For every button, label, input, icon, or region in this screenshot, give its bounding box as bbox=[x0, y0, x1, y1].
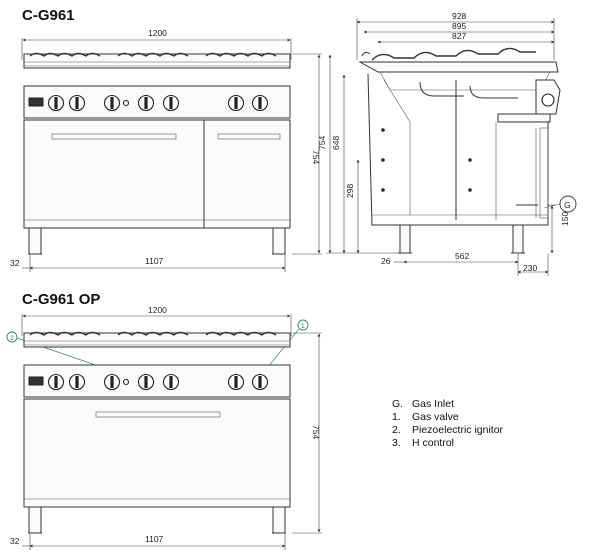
top-front-burner-grates bbox=[23, 52, 291, 69]
legend-key-2: 2. bbox=[392, 424, 401, 436]
side-control-knob bbox=[497, 79, 561, 123]
bottom-front-control-panel bbox=[23, 364, 291, 398]
brand-badge-op bbox=[28, 376, 44, 386]
side-h-oven-label: 298 bbox=[345, 184, 355, 198]
knob-4[interactable] bbox=[137, 94, 155, 112]
knob-op-1[interactable] bbox=[47, 373, 65, 391]
top-front-width-dimension: 1200 bbox=[21, 28, 292, 60]
legend-key-0: G. bbox=[392, 398, 403, 410]
side-foot-offset-label: 26 bbox=[381, 256, 391, 266]
side-depth-mid-label: 895 bbox=[452, 21, 466, 31]
top-front-foot-label: 32 bbox=[10, 258, 20, 268]
bottom-front-callouts: 2 1 bbox=[6, 319, 309, 375]
oven-door-handle-op[interactable] bbox=[95, 411, 221, 418]
legend-key-3: 3. bbox=[392, 437, 401, 449]
knob-op-6[interactable] bbox=[227, 373, 245, 391]
legend-text-1: Gas valve bbox=[412, 411, 459, 423]
side-depth-dimensions: 928 895 827 bbox=[356, 11, 555, 60]
bottom-front-view: C-G961 OP 1200 2 1 bbox=[6, 291, 322, 550]
side-depth-base-label: 562 bbox=[455, 251, 469, 261]
oven-door-handle-left[interactable] bbox=[51, 133, 177, 140]
gas-inlet-callout-label: G bbox=[564, 200, 571, 210]
legend-text-0: Gas Inlet bbox=[412, 398, 454, 410]
bottom-front-feet bbox=[28, 506, 286, 534]
side-feet bbox=[398, 224, 525, 254]
bottom-front-bottom-dimensions: 32 1107 bbox=[10, 534, 286, 550]
side-body bbox=[367, 73, 549, 226]
ignitor-button-op[interactable] bbox=[122, 378, 130, 386]
top-front-feet bbox=[28, 227, 286, 255]
bottom-front-height-dimension: 754 bbox=[292, 332, 322, 534]
side-inlet-offset-label: 230 bbox=[523, 263, 537, 273]
knob-7[interactable] bbox=[251, 94, 269, 112]
bottom-front-height-label: 754 bbox=[311, 425, 321, 439]
bottom-front-width-label: 1200 bbox=[148, 305, 167, 315]
bottom-front-inner-width-label: 1107 bbox=[145, 534, 164, 544]
legend-text-3: H control bbox=[412, 437, 454, 449]
side-inlet-height-dimension: 150 bbox=[548, 204, 570, 254]
top-front-control-panel bbox=[23, 85, 291, 119]
side-bottom-dimensions: 26 562 230 bbox=[381, 251, 549, 276]
side-height-dimensions: 754 648 298 bbox=[317, 54, 400, 254]
brand-badge bbox=[28, 97, 44, 107]
knob-1[interactable] bbox=[47, 94, 65, 112]
top-front-view: C-G961 1200 bbox=[10, 7, 322, 272]
bottom-front-title: C-G961 OP bbox=[22, 291, 100, 308]
knob-3[interactable] bbox=[103, 94, 121, 112]
bottom-front-burner-grates bbox=[23, 331, 291, 348]
side-h-inlet-label: 150 bbox=[560, 212, 570, 226]
callout-ignitor-label: 2 bbox=[10, 335, 14, 342]
legend-key-1: 1. bbox=[392, 411, 401, 423]
knob-op-5[interactable] bbox=[162, 373, 180, 391]
top-front-height-label: 754 bbox=[311, 150, 321, 164]
side-depth-inner-label: 827 bbox=[452, 31, 466, 41]
knob-op-2[interactable] bbox=[68, 373, 86, 391]
top-front-oven-doors bbox=[23, 119, 291, 229]
oven-door-handle-right[interactable] bbox=[217, 133, 281, 140]
knob-6[interactable] bbox=[227, 94, 245, 112]
knob-op-3[interactable] bbox=[103, 373, 121, 391]
top-front-width-label: 1200 bbox=[148, 28, 167, 38]
knob-2[interactable] bbox=[68, 94, 86, 112]
bottom-front-width-dimension: 1200 bbox=[21, 305, 292, 336]
bottom-front-oven-door bbox=[23, 398, 291, 508]
legend-text-2: Piezoelectric ignitor bbox=[412, 424, 504, 436]
top-front-bottom-dimensions: 32 1107 bbox=[10, 255, 286, 272]
knob-op-7[interactable] bbox=[251, 373, 269, 391]
top-front-title: C-G961 bbox=[22, 7, 75, 24]
ignitor-button[interactable] bbox=[122, 99, 130, 107]
knob-5[interactable] bbox=[162, 94, 180, 112]
knob-op-4[interactable] bbox=[137, 373, 155, 391]
legend: G. Gas Inlet 1. Gas valve 2. Piezoelectr… bbox=[392, 398, 504, 449]
side-depth-outer-label: 928 bbox=[452, 11, 466, 21]
side-hob bbox=[358, 47, 559, 99]
top-front-height-dimension: 754 bbox=[292, 53, 322, 255]
top-front-inner-width-label: 1107 bbox=[145, 256, 164, 266]
side-h-total-label: 754 bbox=[317, 136, 327, 150]
side-view: 928 895 827 bbox=[317, 11, 577, 276]
bottom-front-foot-label: 32 bbox=[10, 536, 20, 546]
side-h-work-label: 648 bbox=[331, 136, 341, 150]
callout-valve-label: 1 bbox=[301, 323, 305, 330]
gas-inlet-callout: G bbox=[543, 195, 577, 213]
